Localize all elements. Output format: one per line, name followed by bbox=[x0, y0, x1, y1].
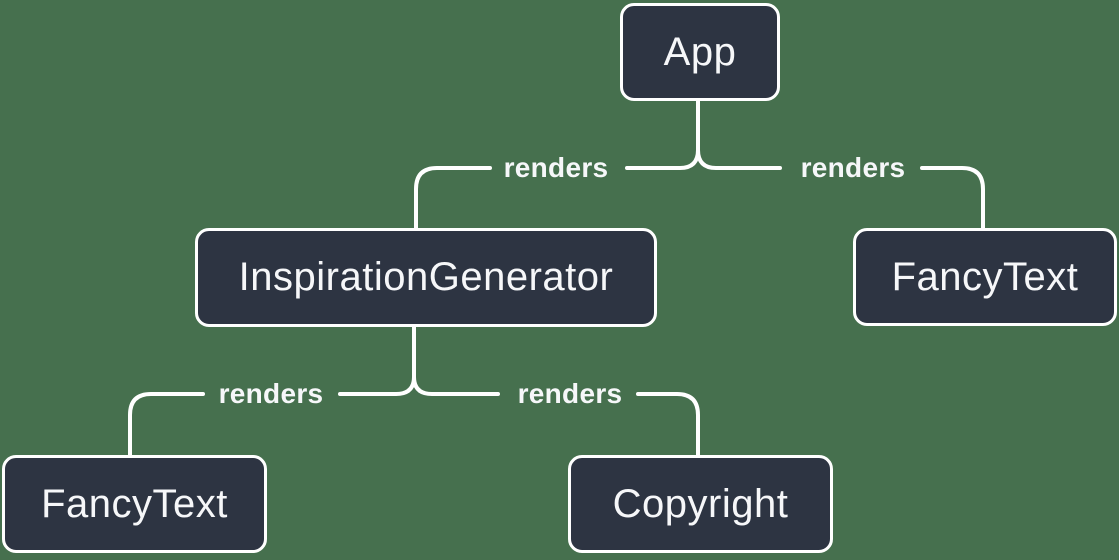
node-copyright: Copyright bbox=[568, 455, 833, 553]
edge-label-app-inspirationgenerator: renders bbox=[503, 152, 609, 183]
node-fancy-text-right: FancyText bbox=[853, 228, 1117, 326]
node-app-label: App bbox=[663, 29, 737, 74]
node-fancy-text-left: FancyText bbox=[2, 455, 267, 553]
edge-label-app-fancytext: renders bbox=[800, 152, 906, 183]
edge-app-to-fancytext bbox=[696, 148, 985, 233]
edge-inspirationgenerator-to-copyright bbox=[412, 375, 700, 460]
edges-from-inspirationgenerator bbox=[128, 322, 700, 460]
edge-label-inspirationgenerator-copyright: renders bbox=[517, 378, 623, 409]
node-app: App bbox=[620, 3, 780, 101]
node-fancy-text-left-label: FancyText bbox=[41, 481, 228, 526]
node-fancy-text-right-label: FancyText bbox=[891, 254, 1079, 299]
edge-label-inspirationgenerator-fancytext: renders bbox=[218, 378, 324, 409]
node-inspiration-generator-label: InspirationGenerator bbox=[238, 255, 614, 299]
node-copyright-label: Copyright bbox=[612, 481, 789, 526]
node-inspiration-generator: InspirationGenerator bbox=[195, 228, 657, 327]
edges-from-app bbox=[414, 96, 985, 233]
